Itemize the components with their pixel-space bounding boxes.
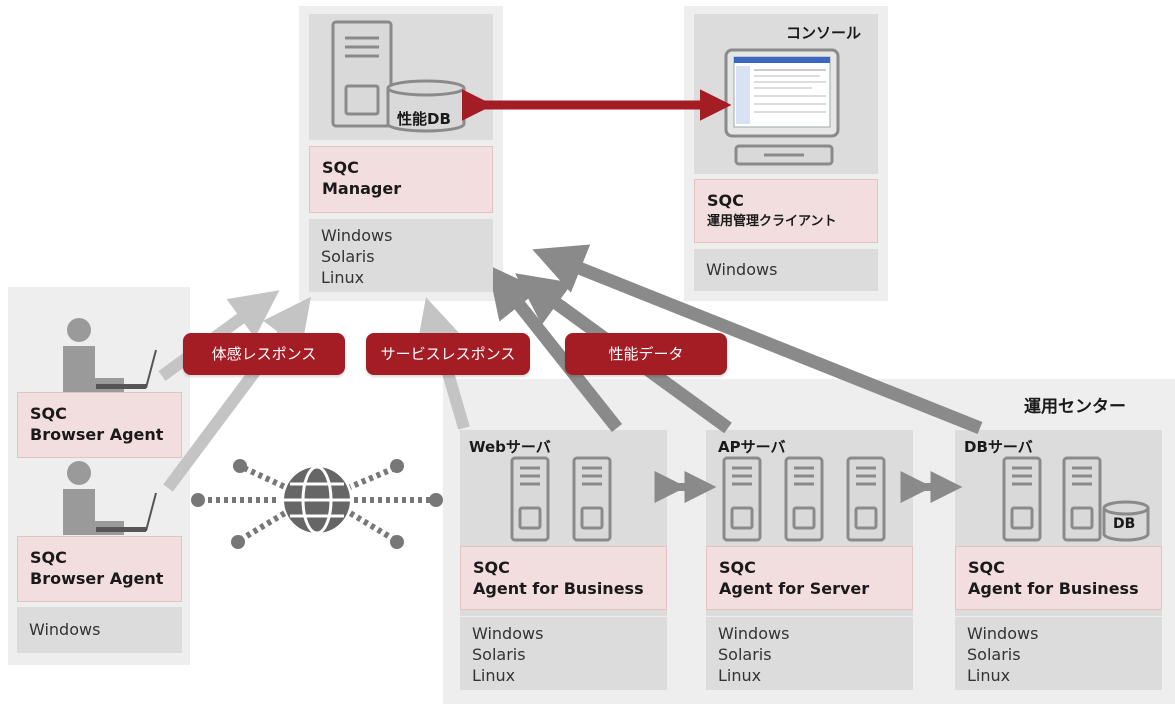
browser-agent-1-line2: Browser Agent — [30, 425, 164, 444]
experience-response-badge: 体感レスポンス — [183, 333, 345, 375]
manager-product-box: SQC Manager — [309, 146, 493, 213]
web-agent-product-box: SQC Agent for Business — [460, 546, 667, 610]
console-os-box: Windows — [694, 249, 878, 291]
ap-agent-product-box: SQC Agent for Server — [706, 546, 913, 610]
manager-server-icon — [331, 20, 393, 128]
user-icon-2 — [63, 461, 157, 535]
console-title: コンソール — [786, 24, 862, 42]
os-item: Solaris — [472, 645, 526, 664]
internet-globe-icon — [191, 459, 443, 549]
ap-server-title: APサーバ — [718, 438, 786, 456]
browser-agent-1-box: SQC Browser Agent — [17, 392, 182, 458]
console-product-line1: SQC — [707, 191, 744, 210]
os-item: Windows — [321, 226, 393, 245]
web-server-icons — [510, 456, 612, 542]
console-product-box: SQC 運用管理クライアント — [694, 179, 878, 243]
db-agent-line1: SQC — [968, 558, 1005, 577]
ap-os-box: Windows Solaris Linux — [706, 617, 913, 690]
os-item: Windows — [967, 624, 1039, 643]
db-os-box: Windows Solaris Linux — [955, 617, 1162, 690]
os-item: Windows — [718, 624, 790, 643]
web-agent-line1: SQC — [473, 558, 510, 577]
os-item: Windows — [472, 624, 544, 643]
user-icon-1 — [63, 318, 157, 392]
ap-agent-line2: Agent for Server — [719, 579, 870, 598]
browser-agent-2-line2: Browser Agent — [30, 569, 164, 588]
os-item: Linux — [472, 666, 516, 685]
performance-data-badge: 性能データ — [565, 333, 727, 375]
performance-db-icon — [386, 79, 466, 133]
console-monitor-icon — [724, 48, 840, 166]
browser-agent-2-line1: SQC — [30, 548, 67, 567]
db-label: DB — [1113, 516, 1136, 532]
os-item: Linux — [967, 666, 1011, 685]
manager-product-line2: Manager — [322, 179, 402, 198]
browser-agent-os-box: Windows — [17, 607, 182, 653]
os-item: Windows — [706, 260, 778, 279]
manager-os-box: Windows Solaris Linux — [309, 219, 493, 292]
os-item: Linux — [321, 268, 365, 287]
service-response-badge: サービスレスポンス — [366, 333, 530, 375]
ap-agent-line1: SQC — [719, 558, 756, 577]
db-agent-line2: Agent for Business — [968, 579, 1139, 598]
perf-arrow-db — [532, 244, 983, 435]
operation-center-title: 運用センター — [1024, 397, 1126, 417]
browser-agent-2-box: SQC Browser Agent — [17, 536, 182, 602]
manager-product-line1: SQC — [322, 158, 359, 177]
web-os-box: Windows Solaris Linux — [460, 617, 667, 690]
web-server-title: Webサーバ — [469, 438, 551, 456]
db-server-title: DBサーバ — [964, 438, 1033, 456]
os-item: Solaris — [718, 645, 772, 664]
browser-agent-panel — [8, 287, 190, 665]
os-item: Linux — [718, 666, 762, 685]
db-agent-product-box: SQC Agent for Business — [955, 546, 1162, 610]
performance-db-label: 性能DB — [397, 110, 451, 128]
os-item: Windows — [29, 620, 101, 639]
os-item: Solaris — [967, 645, 1021, 664]
browser-agent-1-line1: SQC — [30, 404, 67, 423]
ap-server-icons — [722, 456, 886, 542]
os-item: Solaris — [321, 247, 375, 266]
db-server-icons — [1002, 456, 1102, 542]
web-agent-line2: Agent for Business — [473, 579, 644, 598]
db-cylinder-icon — [1102, 500, 1150, 542]
console-product-line2: 運用管理クライアント — [707, 214, 837, 229]
